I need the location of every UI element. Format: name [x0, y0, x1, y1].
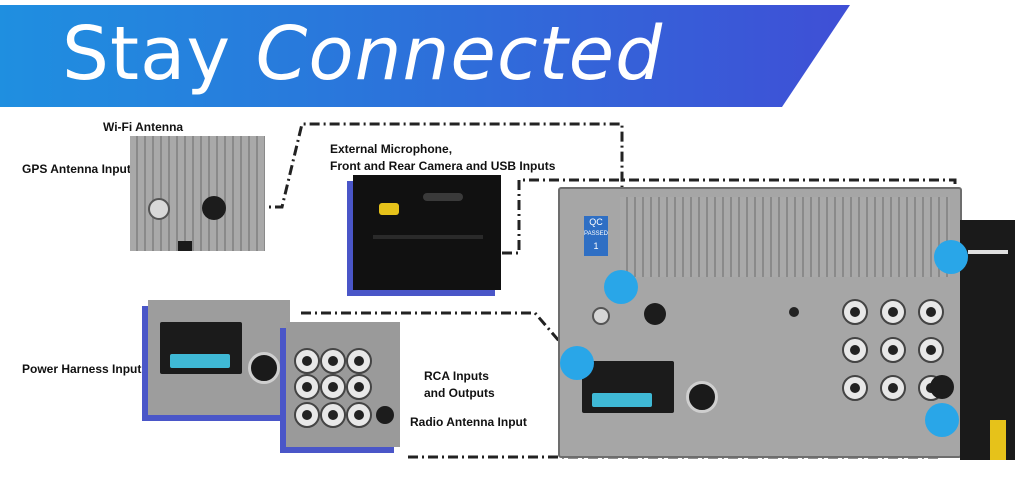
inset-wifi-gps	[130, 136, 265, 251]
title-regular: Stay	[62, 11, 232, 97]
callout-dot-power	[560, 346, 594, 380]
rca-jack-icon	[346, 374, 372, 400]
yellow-rca-icon	[379, 203, 399, 215]
rca-jack-icon	[842, 337, 868, 363]
rca-jack-icon	[320, 348, 346, 374]
yellow-connector-icon	[990, 420, 1006, 460]
label-external-mic-line1: External Microphone,	[330, 142, 453, 156]
qc-sticker: QC PASSED 1	[584, 216, 608, 256]
rca-jack-icon	[320, 374, 346, 400]
label-wifi-antenna: Wi-Fi Antenna	[103, 120, 184, 134]
label-gps-antenna: GPS Antenna Input	[22, 162, 131, 176]
qc-passed: PASSED	[584, 231, 608, 237]
callout-dot-rca	[925, 403, 959, 437]
clip-icon	[178, 241, 192, 251]
line-mic	[502, 178, 957, 255]
label-power-harness: Power Harness Input	[22, 362, 142, 376]
rca-jack-icon	[294, 374, 320, 400]
din-port-icon	[686, 381, 718, 413]
rca-jack-icon	[918, 299, 944, 325]
line-wifi	[255, 122, 624, 283]
rca-jack-icon	[294, 348, 320, 374]
callout-dot-wifi	[604, 270, 638, 304]
inset-power-harness	[148, 300, 290, 415]
callout-dot-mic	[934, 240, 968, 274]
rca-jack-icon	[294, 402, 320, 428]
qc-number: 1	[593, 241, 599, 251]
usb-cable-icon	[423, 193, 463, 201]
din-port-icon	[248, 352, 280, 384]
label-radio-antenna: Radio Antenna Input	[410, 415, 527, 429]
label-external-mic: External Microphone, Front and Rear Came…	[330, 141, 555, 175]
rca-jack-icon	[880, 299, 906, 325]
line-power	[301, 311, 580, 364]
harness-connector-icon	[160, 322, 242, 374]
label-rca-line2: and Outputs	[424, 386, 495, 400]
rca-jack-icon	[918, 337, 944, 363]
cable-bundle	[960, 220, 1015, 460]
wifi-port-icon	[644, 303, 666, 325]
harness-connector-icon	[582, 361, 674, 413]
rca-jack-icon	[880, 337, 906, 363]
heatsink-fins	[620, 197, 950, 277]
rca-jack-icon	[346, 402, 372, 428]
rca-jack-icon	[880, 375, 906, 401]
fuse-icon	[170, 354, 230, 368]
wifi-port-icon	[202, 196, 226, 220]
rca-jack-icon	[320, 402, 346, 428]
label-rca-line1: RCA Inputs	[424, 369, 489, 383]
head-unit-rear-panel	[558, 187, 962, 458]
gps-port-icon	[148, 198, 170, 220]
radio-antenna-port-icon	[930, 375, 954, 399]
label-external-mic-line2: Front and Rear Camera and USB Inputs	[330, 159, 556, 173]
rca-jack-icon	[842, 375, 868, 401]
fuse-icon	[592, 393, 652, 407]
rca-jack-icon	[842, 299, 868, 325]
inset-rca	[286, 322, 400, 447]
banner-title: Stay Connected	[62, 11, 663, 97]
screw-hole-icon	[789, 307, 799, 317]
qc-label: QC	[589, 217, 603, 227]
rca-jack-icon	[346, 348, 372, 374]
inset-cables	[353, 175, 501, 290]
title-italic: Connected	[255, 11, 664, 97]
cable-tie-icon	[968, 250, 1008, 254]
cable-icon	[373, 235, 483, 239]
radio-antenna-port-icon	[376, 406, 394, 424]
gps-port-icon	[592, 307, 610, 325]
header-banner: Stay Connected	[0, 5, 850, 107]
label-rca: RCA Inputs and Outputs	[424, 368, 495, 402]
